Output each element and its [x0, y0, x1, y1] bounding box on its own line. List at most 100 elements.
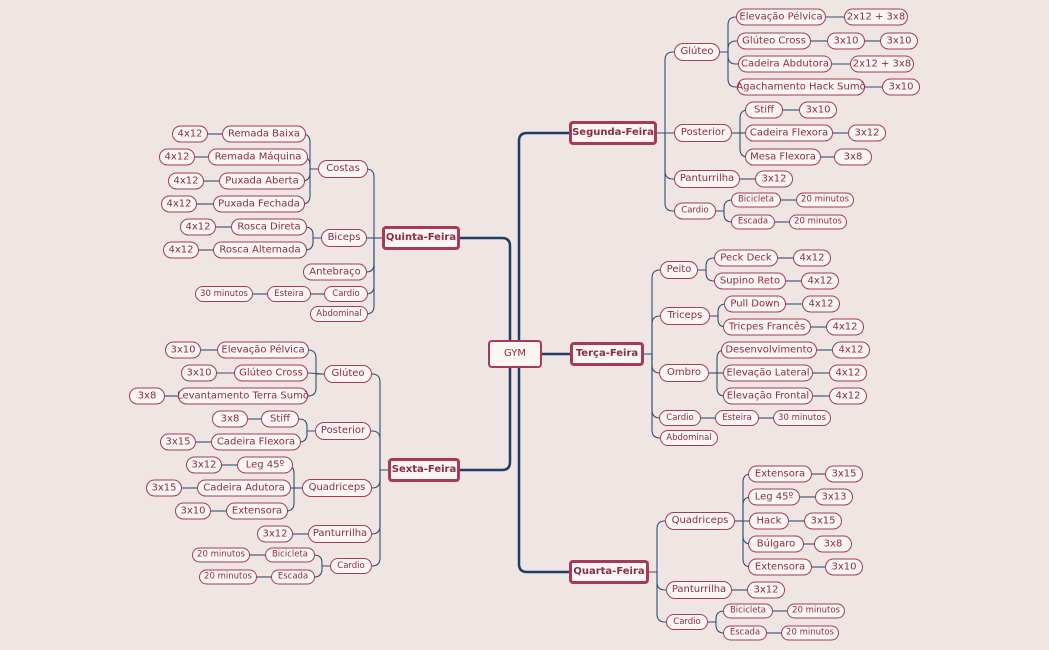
- node-sex-car-es-s[interactable]: 20 minutos: [199, 569, 257, 585]
- node-sex-pos-st-s[interactable]: 3x8: [212, 410, 248, 428]
- node-seg-car-bi[interactable]: Bicicleta: [731, 192, 781, 208]
- node-qui-cos[interactable]: Costas: [318, 160, 368, 178]
- node-qua-car[interactable]: Cardio: [666, 614, 708, 630]
- node-seg-glu-ep-s[interactable]: 2x12 + 3x8: [844, 8, 908, 26]
- node-qua-qd-ex1-s[interactable]: 3x15: [825, 465, 863, 483]
- node-sex-glu[interactable]: Glúteo: [324, 365, 372, 383]
- node-qua-qd-lg[interactable]: Leg 45º: [748, 488, 800, 506]
- node-qui-cos-pa[interactable]: Puxada Aberta: [219, 172, 305, 190]
- node-sex-qd-ca[interactable]: Cadeira Adutora: [197, 479, 291, 497]
- node-sex-qd-ex-s[interactable]: 3x10: [175, 502, 211, 520]
- node-qua-qd-ex2[interactable]: Extensora: [748, 558, 812, 576]
- node-seg-pos-cf[interactable]: Cadeira Flexora: [745, 124, 833, 142]
- node-qui-cos-pf[interactable]: Puxada Fechada: [213, 195, 305, 213]
- node-ter-tri-pu-s[interactable]: 4x12: [802, 295, 840, 313]
- node-ter-omb-ef-s[interactable]: 4x12: [829, 387, 867, 405]
- node-seg-glu-ah[interactable]: Agachamento Hack Sumô: [736, 78, 866, 96]
- node-qua-car-bi-s[interactable]: 20 minutos: [787, 603, 845, 619]
- node-sex-car-bi[interactable]: Bicicleta: [265, 547, 315, 563]
- node-seg-glu-gc-s2[interactable]: 3x10: [880, 32, 918, 50]
- node-sex-qd-lg-s[interactable]: 3x12: [186, 456, 222, 474]
- node-qui-bic-ra-s[interactable]: 4x12: [163, 241, 199, 259]
- node-seg-pos-cf-s[interactable]: 3x12: [848, 124, 886, 142]
- node-seg-glu-ca[interactable]: Cadeira Abdutora: [738, 55, 832, 73]
- node-qui-bic-rd-s[interactable]: 4x12: [180, 218, 216, 236]
- node-seg-pos-st-s[interactable]: 3x10: [799, 101, 837, 119]
- node-sex-glu-lt[interactable]: Levantamento Terra Sumô: [177, 387, 309, 405]
- node-sex-glu-ep-s[interactable]: 3x10: [165, 341, 201, 359]
- node-seg-car-es-s[interactable]: 20 minutos: [789, 214, 847, 230]
- node-qua-qd[interactable]: Quadriceps: [665, 512, 735, 530]
- node-qua-pan[interactable]: Panturrilha: [666, 581, 732, 599]
- node-sex-car[interactable]: Cardio: [330, 558, 372, 574]
- node-qua[interactable]: Quarta-Feira: [569, 560, 649, 584]
- node-qui-bic[interactable]: Biceps: [321, 229, 367, 247]
- node-sex-pos[interactable]: Posterior: [315, 422, 371, 440]
- node-sex-car-bi-s[interactable]: 20 minutos: [192, 547, 250, 563]
- node-seg-pan[interactable]: Panturrilha: [674, 170, 740, 188]
- node-ter-abd[interactable]: Abdominal: [660, 430, 718, 446]
- node-seg-glu-gc[interactable]: Glúteo Cross: [737, 32, 811, 50]
- node-qui-car[interactable]: Cardio: [324, 286, 368, 302]
- node-seg-car[interactable]: Cardio: [674, 202, 716, 220]
- node-ter-tri-tf-s[interactable]: 4x12: [826, 318, 864, 336]
- node-qui-cos-rm[interactable]: Remada Máquina: [208, 148, 308, 166]
- node-ter-tri-tf[interactable]: Tricpes Francês: [723, 318, 811, 336]
- node-qua-qd-ex2-s[interactable]: 3x10: [825, 558, 863, 576]
- node-seg-pos-mf[interactable]: Mesa Flexora: [745, 148, 821, 166]
- node-sex-qd-lg[interactable]: Leg 45º: [237, 456, 293, 474]
- node-qua-pan-s[interactable]: 3x12: [747, 581, 785, 599]
- node-sex-qd[interactable]: Quadriceps: [302, 479, 372, 497]
- node-seg-pos-mf-s[interactable]: 3x8: [834, 148, 872, 166]
- node-ter-pei[interactable]: Peito: [660, 261, 698, 279]
- node-seg-car-es[interactable]: Escada: [731, 214, 775, 230]
- node-qua-qd-hk[interactable]: Hack: [749, 512, 789, 530]
- node-qua-car-bi[interactable]: Bicicleta: [723, 603, 773, 619]
- node-ter-car-es[interactable]: Esteira: [715, 410, 759, 426]
- node-sex-qd-ex[interactable]: Extensora: [226, 502, 288, 520]
- node-qua-qd-hk-s[interactable]: 3x15: [804, 512, 842, 530]
- node-sex-pan[interactable]: Panturrilha: [308, 525, 372, 543]
- node-ter-car[interactable]: Cardio: [659, 410, 701, 426]
- node-seg-glu[interactable]: Glúteo: [674, 43, 720, 61]
- node-ter-omb-de[interactable]: Desenvolvimento: [721, 341, 817, 359]
- node-seg-glu-gc-s1[interactable]: 3x10: [827, 32, 865, 50]
- node-qui-cos-rb[interactable]: Remada Baixa: [222, 125, 306, 143]
- node-sex-pos-st[interactable]: Stiff: [261, 410, 299, 428]
- node-qua-qd-ex1[interactable]: Extensora: [748, 465, 812, 483]
- node-sex-qd-ca-s[interactable]: 3x15: [146, 479, 182, 497]
- node-seg-glu-ah-s[interactable]: 3x10: [882, 78, 920, 96]
- node-ter-pei-pd[interactable]: Peck Deck: [714, 249, 778, 267]
- node-seg-glu-ep[interactable]: Elevação Pélvica: [736, 8, 826, 26]
- node-qua-qd-lg-s[interactable]: 3x13: [815, 488, 853, 506]
- node-seg-car-bi-s[interactable]: 20 minutos: [796, 192, 854, 208]
- node-sex-pan-s[interactable]: 3x12: [257, 525, 293, 543]
- node-seg-pos-st[interactable]: Stiff: [745, 101, 783, 119]
- node-ter-tri[interactable]: Triceps: [660, 307, 710, 325]
- node-qui-bic-rd[interactable]: Rosca Direta: [231, 218, 307, 236]
- node-qui-cos-pf-s[interactable]: 4x12: [161, 195, 197, 213]
- node-qui-car-es[interactable]: Esteira: [267, 286, 311, 302]
- node-seg-pos[interactable]: Posterior: [674, 124, 732, 142]
- node-ter-pei-pd-s[interactable]: 4x12: [793, 249, 831, 267]
- node-ter-omb[interactable]: Ombro: [659, 364, 709, 382]
- node-qui-bic-ra[interactable]: Rosca Alternada: [213, 241, 307, 259]
- node-seg[interactable]: Segunda-Feira: [569, 121, 657, 145]
- node-qua-car-es[interactable]: Escada: [723, 625, 767, 641]
- node-ter-car-es-s[interactable]: 30 minutos: [773, 410, 831, 426]
- node-seg-glu-ca-s[interactable]: 2x12 + 3x8: [850, 55, 914, 73]
- node-qui-car-es-s[interactable]: 30 minutos: [195, 286, 253, 302]
- node-ter-pei-sr-s[interactable]: 4x12: [801, 272, 839, 290]
- node-sex-car-es[interactable]: Escada: [271, 569, 315, 585]
- node-qui[interactable]: Quinta-Feira: [382, 226, 460, 250]
- node-sex-pos-cf-s[interactable]: 3x15: [160, 433, 196, 451]
- node-ter-tri-pu[interactable]: Pull Down: [724, 295, 786, 313]
- node-sex-glu-ep[interactable]: Elevação Pélvica: [217, 341, 309, 359]
- node-ter-omb-de-s[interactable]: 4x12: [832, 341, 870, 359]
- node-ter-pei-sr[interactable]: Supino Reto: [714, 272, 786, 290]
- node-ter[interactable]: Terça-Feira: [570, 342, 644, 366]
- node-qui-ant[interactable]: Antebraço: [303, 263, 367, 281]
- node-qua-qd-bu[interactable]: Búlgaro: [748, 535, 804, 553]
- node-qua-qd-bu-s[interactable]: 3x8: [814, 535, 852, 553]
- node-qui-cos-rm-s[interactable]: 4x12: [159, 148, 195, 166]
